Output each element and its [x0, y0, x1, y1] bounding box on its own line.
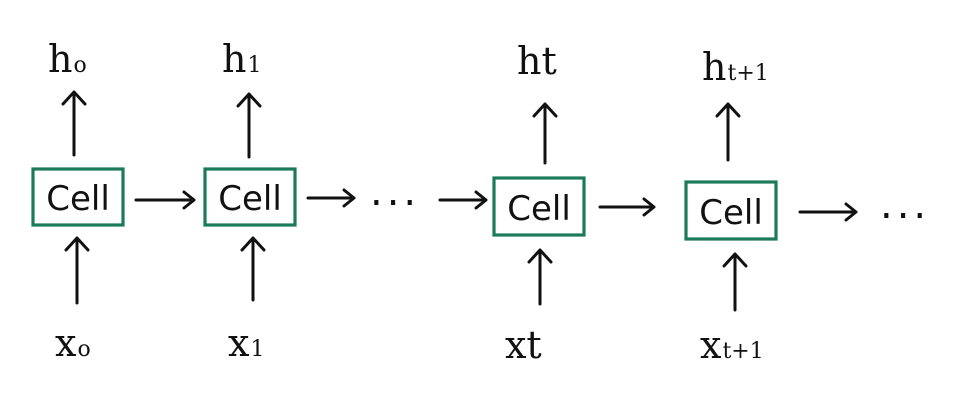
svg-text:ho: ho [48, 37, 87, 81]
input-sub: 1 [250, 337, 264, 362]
input-label-xt1: xt+1 [700, 323, 764, 367]
input-base: xt [505, 323, 542, 367]
output-base: ht [517, 39, 557, 83]
output-base: h [222, 37, 246, 81]
svg-text:xt: xt [505, 323, 542, 367]
up-arrow-output-t [532, 102, 558, 165]
cell-1: Cell [203, 167, 297, 227]
cell-box [492, 176, 586, 237]
cell-t-plus-1: Cell [684, 180, 778, 241]
input-label-x0: xo [55, 321, 91, 365]
output-sub: 1 [247, 53, 261, 78]
input-base: x [228, 321, 249, 365]
cell-box [684, 180, 778, 241]
up-arrow-input-t1 [722, 252, 748, 312]
input-base: x [55, 321, 76, 365]
output-base: h [702, 45, 726, 89]
svg-text:x1: x1 [228, 321, 264, 365]
cell-box [31, 167, 125, 227]
cell-t: Cell [492, 176, 586, 237]
right-arrow-1-ellipsis [306, 188, 356, 208]
input-sub: t+1 [722, 339, 763, 364]
output-label-ht1: ht+1 [702, 45, 769, 89]
output-base: h [48, 37, 72, 81]
svg-text:h1: h1 [222, 37, 261, 81]
svg-text:xt+1: xt+1 [700, 323, 764, 367]
right-arrow-0-1 [134, 190, 196, 210]
output-label-ht: ht [517, 39, 557, 83]
input-base: x [700, 323, 721, 367]
right-arrow-ellipsis-t [438, 190, 488, 210]
svg-text:ht+1: ht+1 [702, 45, 769, 89]
output-label-h1: h1 [222, 37, 261, 81]
ellipsis-trailing: ... [880, 182, 930, 228]
cell-0: Cell [31, 167, 125, 227]
up-arrow-input-1 [240, 236, 266, 302]
up-arrow-output-t1 [715, 102, 741, 162]
output-sub: o [73, 53, 86, 78]
up-arrow-output-0 [61, 90, 87, 157]
right-arrow-t1-ellipsis [798, 202, 858, 222]
up-arrow-input-0 [64, 236, 90, 305]
input-label-xt: xt [505, 323, 542, 367]
right-arrow-t-t1 [598, 197, 656, 217]
svg-text:ht: ht [517, 39, 557, 83]
up-arrow-output-1 [236, 92, 262, 159]
svg-text:xo: xo [55, 321, 91, 365]
input-label-x1: x1 [228, 321, 264, 365]
cell-label: Cell [699, 193, 763, 233]
output-sub: t+1 [727, 61, 768, 86]
cell-label: Cell [46, 179, 110, 219]
output-label-h0: ho [48, 37, 87, 81]
ellipsis-middle: ... [370, 169, 420, 215]
up-arrow-input-t [527, 248, 553, 306]
cell-label: Cell [507, 189, 571, 229]
cell-box [203, 167, 297, 227]
input-sub: o [77, 337, 90, 362]
cell-label: Cell [218, 179, 282, 219]
